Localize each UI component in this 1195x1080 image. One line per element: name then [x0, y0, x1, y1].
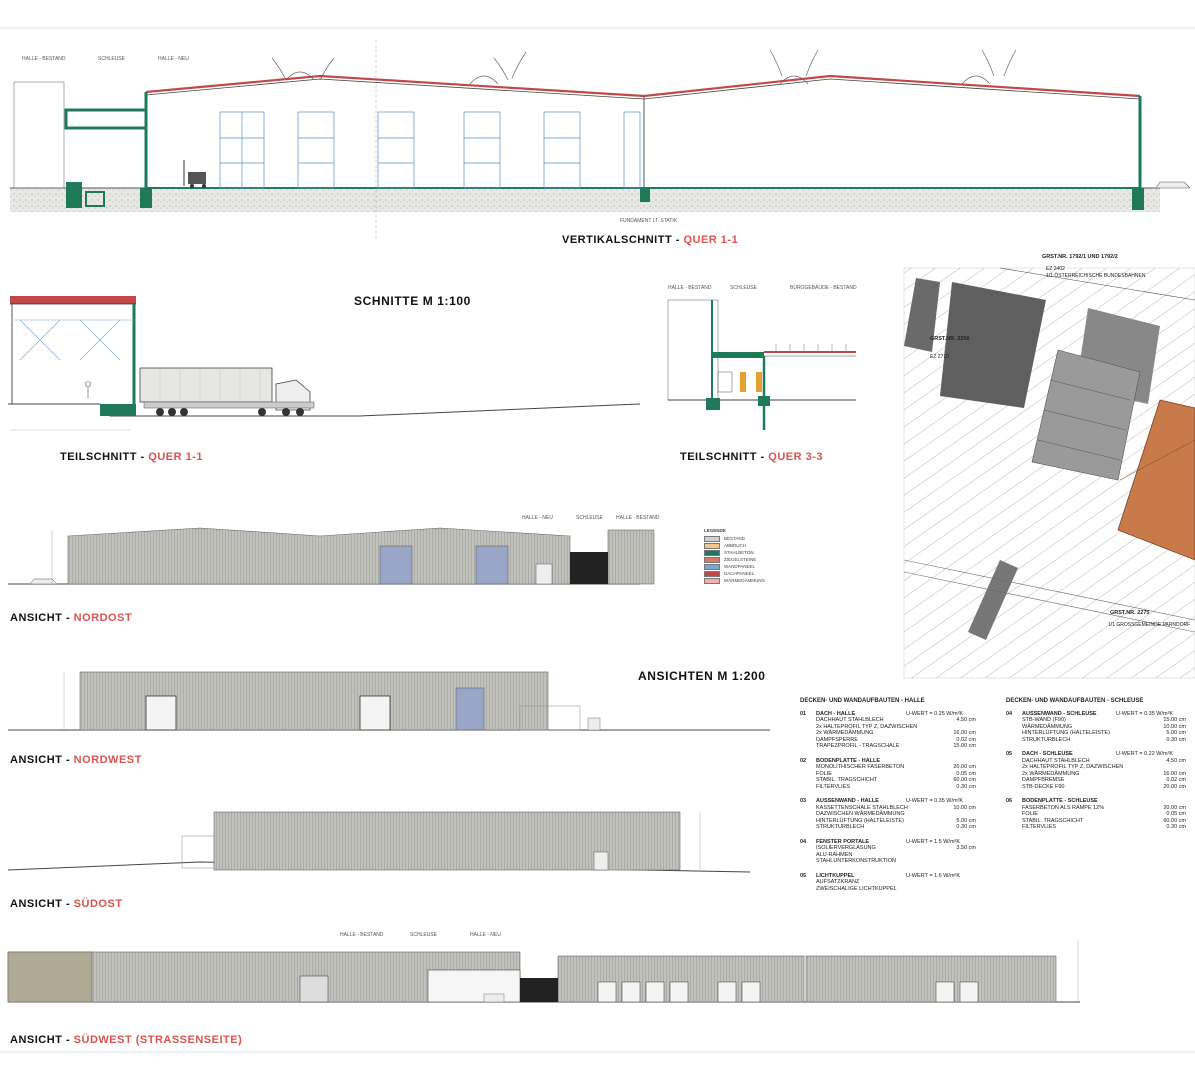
legend-swatch: [704, 563, 720, 570]
label-halle-bestand-sw: HALLE - BESTAND: [340, 932, 384, 938]
legend-row: BESTAND: [704, 535, 765, 542]
partial-section-3-drawing: [667, 299, 856, 430]
site-ez-top: EZ 2402: [1046, 266, 1065, 272]
partial-section-1-drawing: [8, 296, 641, 431]
label-buerogebaeude: BÜROGEBÄUDE - BESTAND: [790, 285, 857, 291]
label-halle-bestand-ne: HALLE - BESTAND: [616, 515, 660, 521]
label-schleuse-3: SCHLEUSE: [730, 285, 757, 291]
legend-row: WÄRMEDÄMMUNG: [704, 577, 765, 584]
label-fundament: FUNDAMENT LT. STATIK: [620, 218, 678, 224]
vertical-section-drawing: [0, 27, 1195, 240]
specs-halle-heading: DECKEN- UND WANDAUFBAUTEN - HALLE: [800, 698, 925, 704]
label-halle-neu-sw: HALLE - NEU: [470, 932, 501, 938]
site-grst-top: GRST.NR. 1792/1 UND 1792/2: [1042, 254, 1118, 260]
legend-row: ABBRUCH: [704, 542, 765, 549]
title-teilschnitt-3: TEILSCHNITT - QUER 3-3: [680, 451, 824, 463]
site-grst-mid: GRST.NR. 2256: [930, 336, 970, 342]
title-ansicht-suedwest: ANSICHT - SÜDWEST (STRASSENSEITE): [10, 1034, 243, 1046]
legend-swatch: [704, 556, 720, 563]
site-plan-drawing: [903, 267, 1195, 679]
label-schleuse: SCHLEUSE: [98, 56, 125, 62]
legend-row: STAHLBETON: [704, 549, 765, 556]
title-ansicht-nordwest: ANSICHT - NORDWEST: [10, 754, 142, 766]
legend-swatch: [704, 577, 720, 584]
legend-swatch: [704, 535, 720, 542]
title-vertikalschnitt: VERTIKALSCHNITT - QUER 1-1: [562, 234, 739, 246]
title-ansicht-suedost: ANSICHT - SÜDOST: [10, 898, 123, 910]
label-halle-neu-ne: HALLE - NEU: [522, 515, 553, 521]
elevation-nordwest-drawing: [8, 671, 770, 731]
label-schleuse-sw: SCHLEUSE: [410, 932, 437, 938]
site-grst-bottom: GRST.NR. 2275: [1110, 610, 1150, 616]
elevation-suedwest-drawing: [7, 940, 1080, 1003]
legend-row: DACHPANEEL: [704, 570, 765, 577]
site-owner-bottom: 1/1 GROSSGEMEINDE PARNDORF: [1108, 622, 1191, 628]
heading-ansichten: ANSICHTEN M 1:200: [638, 669, 766, 683]
legend-row: ZIEGELSTEINE: [704, 556, 765, 563]
elevation-suedost-drawing: [7, 811, 751, 873]
legend-row: WANDPANEEL: [704, 563, 765, 570]
legend: LEGENDE BESTAND ABBRUCH STAHLBETON ZIEGE…: [704, 528, 765, 584]
site-owner-top: 1/1 ÖSTERREICHISCHE BUNDESBAHNEN: [1046, 273, 1146, 279]
label-halle-neu: HALLE - NEU: [158, 56, 189, 62]
elevation-nordost-drawing: [8, 527, 655, 585]
label-halle-bestand: HALLE - BESTAND: [22, 56, 66, 62]
heading-schnitte: SCHNITTE M 1:100: [354, 294, 471, 308]
label-schleuse-ne: SCHLEUSE: [576, 515, 603, 521]
legend-swatch: [704, 549, 720, 556]
title-ansicht-nordost: ANSICHT - NORDOST: [10, 612, 133, 624]
specs-schleuse-heading: DECKEN- UND WANDAUFBAUTEN - SCHLEUSE: [1006, 698, 1144, 704]
legend-swatch: [704, 542, 720, 549]
label-halle-bestand-3: HALLE - BESTAND: [668, 285, 712, 291]
title-teilschnitt-1: TEILSCHNITT - QUER 1-1: [60, 451, 204, 463]
legend-swatch: [704, 570, 720, 577]
legend-title: LEGENDE: [704, 528, 726, 533]
site-ez-mid: EZ 2710: [930, 354, 949, 360]
